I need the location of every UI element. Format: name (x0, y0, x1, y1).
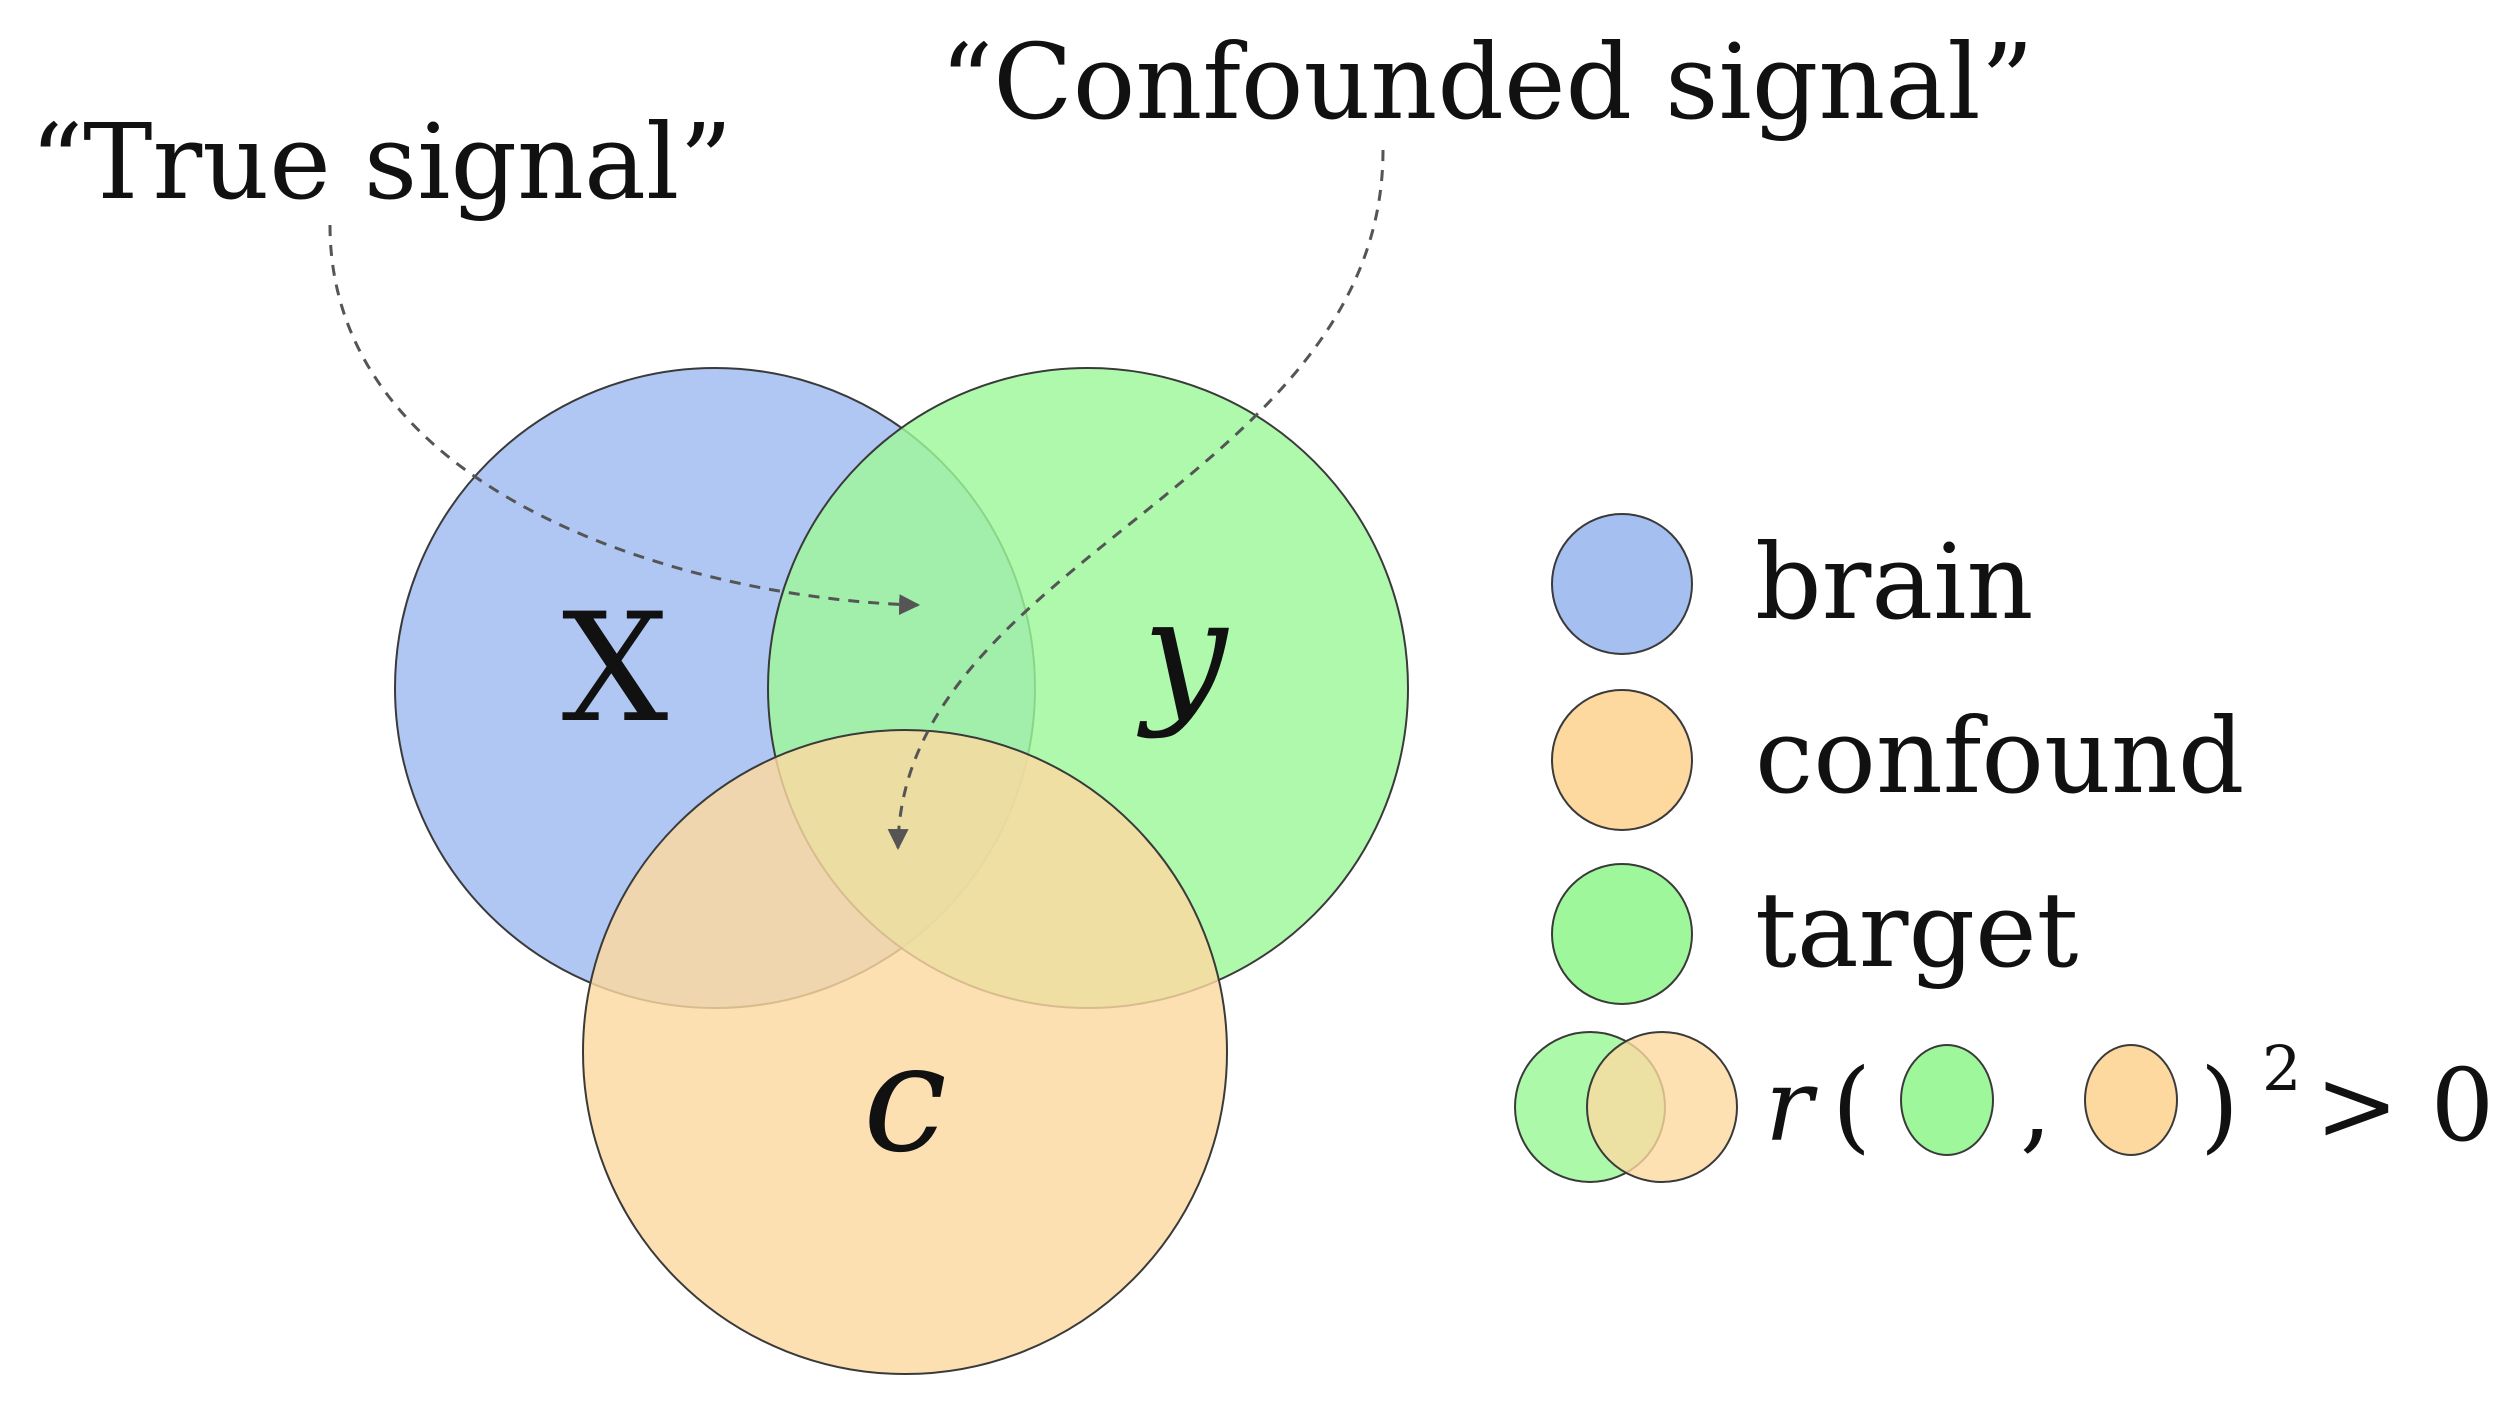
formula-r: r (1765, 1047, 1818, 1164)
legend-confound-label: confound (1755, 695, 2244, 817)
formula-target-swatch (1900, 1044, 1994, 1156)
confound-circle (582, 729, 1228, 1375)
confound-variable-label: c (863, 1012, 947, 1186)
true-signal-arrow (328, 224, 921, 616)
formula-confound-swatch (2084, 1044, 2178, 1156)
true-signal-label: “True signal” (30, 101, 732, 223)
correlation-formula: r ( , ) 2 > 0 (1514, 1031, 2494, 1183)
formula-exponent: 2 (2262, 1032, 2301, 1105)
legend-brain-swatch (1551, 513, 1693, 655)
brain-variable-label: X (562, 582, 669, 756)
legend-confound-swatch (1551, 689, 1693, 831)
formula-comparison: > 0 (2315, 1047, 2494, 1164)
confounded-signal-label: “Confounded signal” (940, 21, 2034, 143)
legend-target-label: target (1755, 869, 2078, 991)
legend-target-swatch (1551, 863, 1693, 1005)
confounded-signal-arrow (887, 149, 1385, 851)
formula-comma: , (2020, 1047, 2052, 1164)
legend-brain-label: brain (1755, 521, 2034, 643)
formula-close-paren: ) (2200, 1047, 2239, 1164)
formula-confound-overlap-circle (1586, 1031, 1738, 1183)
target-variable-label: y (1137, 567, 1230, 741)
legend: brain confound target r ( , ) 2 > 0 (1514, 513, 2494, 1183)
formula-open-paren: ( (1832, 1047, 1871, 1164)
